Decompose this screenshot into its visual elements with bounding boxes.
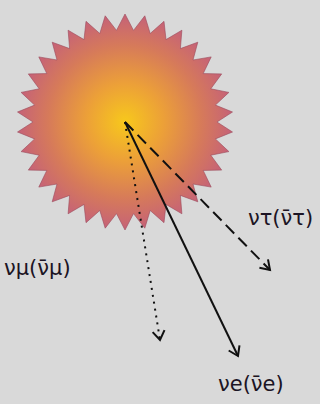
muon-neutrino-arrow <box>125 122 160 340</box>
tau-neutrino-label: ντ(ν̄τ) <box>246 206 315 231</box>
tau-neutrino-arrow <box>125 122 270 270</box>
electron-neutrino-label: νe(ν̄e) <box>216 372 286 397</box>
muon-neutrino-label: νμ(ν̄μ) <box>2 256 73 281</box>
electron-neutrino-arrow <box>125 122 238 356</box>
